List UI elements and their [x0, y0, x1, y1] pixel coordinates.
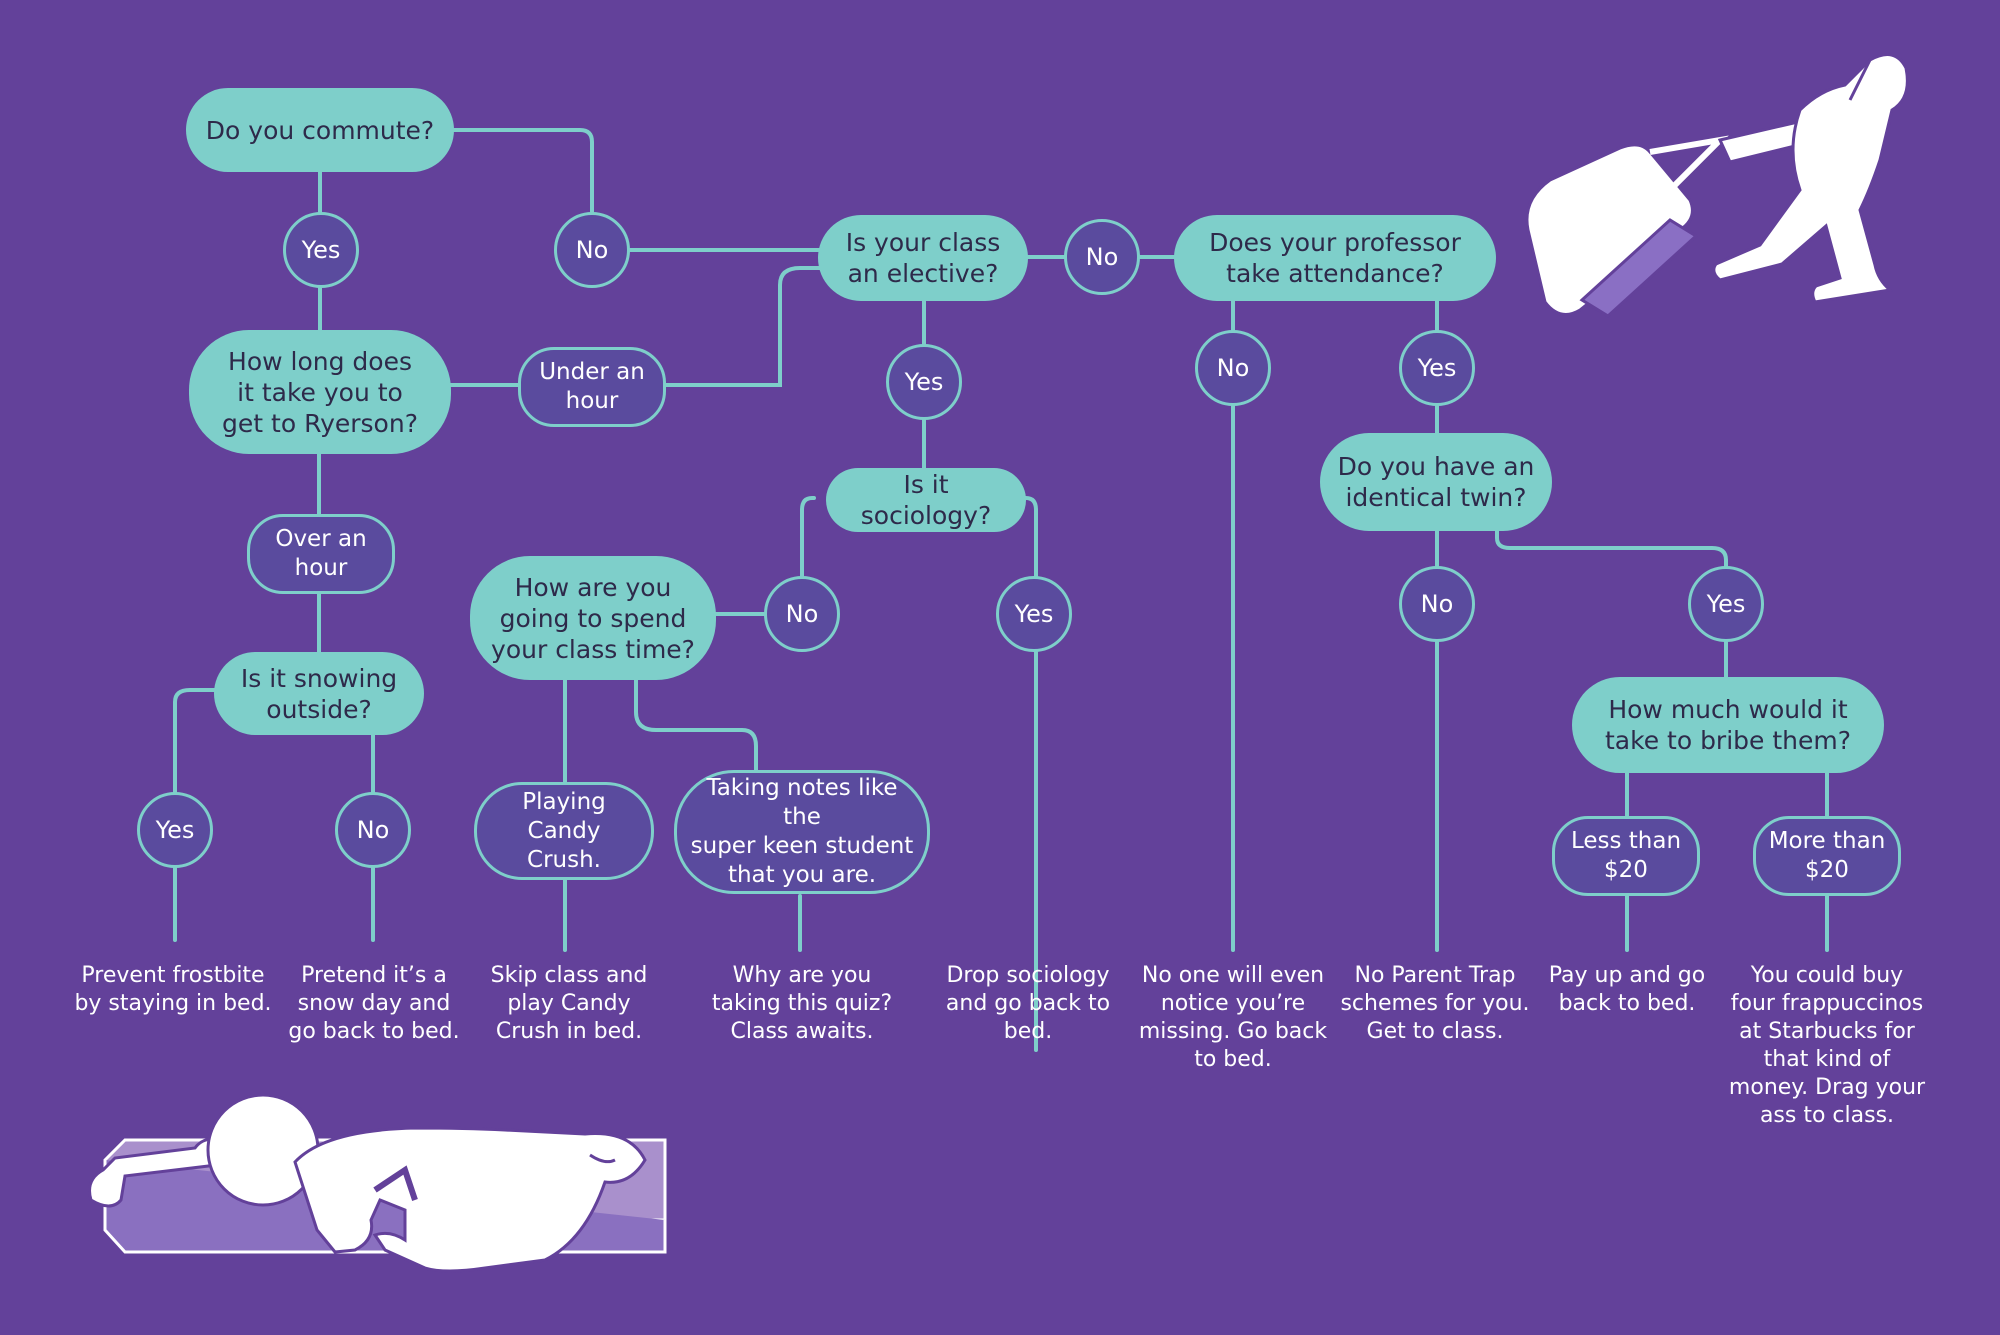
result-snow-day: Pretend it’s a snow day and go back to b…: [288, 963, 460, 1044]
question-bribe: How much would it take to bribe them?: [1572, 677, 1884, 773]
question-commute-text: Do you commute?: [205, 115, 435, 145]
answer-over-hour: Over an hour: [247, 514, 395, 594]
question-sociology: Is it sociology?: [826, 468, 1026, 532]
answer-playing-candy-crush-text: Playing Candy Crush.: [522, 788, 606, 873]
answer-snow-no: No: [335, 792, 411, 868]
answer-under-hour-text: Under an hour: [539, 359, 645, 414]
question-snowing-text: Is it snowing outside?: [240, 663, 398, 724]
question-how-long: How long does it take you to get to Ryer…: [189, 330, 451, 454]
answer-playing-candy-crush: Playing Candy Crush.: [474, 782, 654, 880]
result-parent-trap: No Parent Trap schemes for you. Get to c…: [1340, 963, 1530, 1044]
result-pay-up: Pay up and go back to bed.: [1548, 963, 1706, 1016]
question-snowing: Is it snowing outside?: [214, 652, 424, 735]
answer-less-than-20: Less than $20: [1552, 816, 1700, 896]
answer-sociology-yes: Yes: [996, 576, 1072, 652]
answer-more-than-20-text: More than $20: [1768, 828, 1886, 883]
question-attendance-text: Does your professor take attendance?: [1209, 228, 1461, 288]
answer-under-hour: Under an hour: [518, 347, 666, 427]
answer-taking-notes: Taking notes like the super keen student…: [674, 770, 930, 894]
answer-over-hour-text: Over an hour: [275, 526, 367, 581]
answer-twin-yes: Yes: [1688, 566, 1764, 642]
question-spend-time-text: How are you going to spend your class ti…: [491, 572, 695, 664]
question-spend-time: How are you going to spend your class ti…: [470, 556, 716, 680]
question-attendance: Does your professor take attendance?: [1174, 215, 1496, 301]
question-twin-text: Do you have an identical twin?: [1337, 452, 1535, 512]
person-dragging-bed-illustration: [1525, 53, 1909, 318]
answer-sociology-no: No: [764, 576, 840, 652]
answer-less-than-20-text: Less than $20: [1570, 828, 1682, 883]
question-commute: Do you commute?: [186, 88, 454, 172]
answer-taking-notes-text: Taking notes like the super keen student…: [690, 775, 914, 888]
question-sociology-text: Is it sociology?: [860, 470, 992, 530]
question-elective-text: Is your class an elective?: [845, 228, 1001, 288]
result-prevent-frostbite: Prevent frostbite by staying in bed.: [74, 963, 272, 1016]
result-drop-sociology: Drop sociology and go back to bed.: [945, 963, 1111, 1044]
answer-more-than-20: More than $20: [1753, 816, 1901, 896]
question-bribe-text: How much would it take to bribe them?: [1604, 695, 1852, 755]
result-why-quiz: Why are you taking this quiz? Class awai…: [711, 963, 893, 1044]
question-how-long-text: How long does it take you to get to Ryer…: [222, 346, 418, 438]
person-sleeping-on-bed-illustration: [88, 1093, 667, 1273]
answer-commute-yes: Yes: [283, 212, 359, 288]
answer-attendance-yes: Yes: [1399, 330, 1475, 406]
answer-snow-yes: Yes: [137, 792, 213, 868]
answer-attendance-no: No: [1195, 330, 1271, 406]
result-skip-class: Skip class and play Candy Crush in bed.: [490, 963, 648, 1044]
answer-elective-no: No: [1064, 219, 1140, 295]
answer-twin-no: No: [1399, 566, 1475, 642]
answer-commute-no: No: [554, 212, 630, 288]
question-twin: Do you have an identical twin?: [1320, 433, 1552, 531]
result-no-one-notice: No one will even notice you’re missing. …: [1138, 963, 1328, 1072]
result-frappuccinos: You could buy four frappuccinos at Starb…: [1728, 963, 1926, 1128]
answer-elective-yes: Yes: [886, 344, 962, 420]
question-elective: Is your class an elective?: [818, 215, 1028, 301]
